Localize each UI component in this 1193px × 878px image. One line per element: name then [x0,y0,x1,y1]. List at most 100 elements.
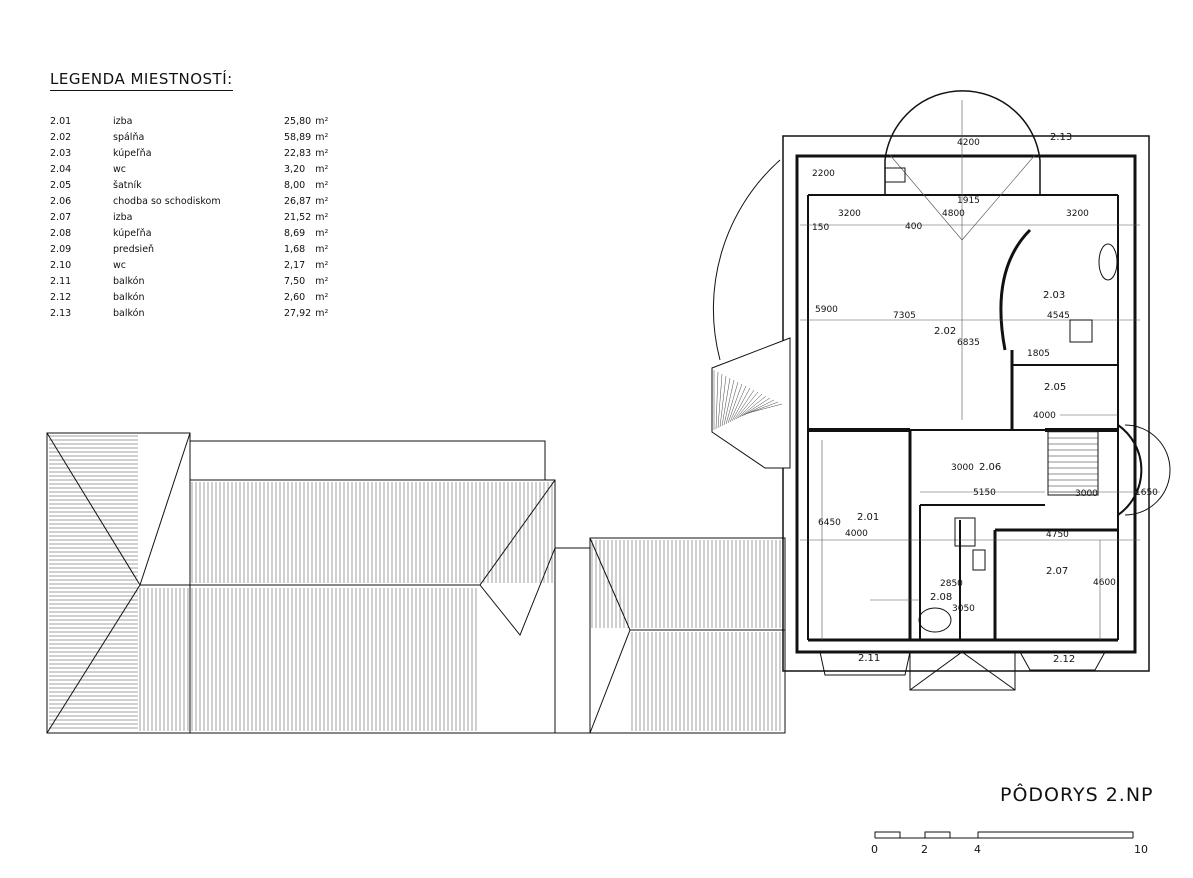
balconies [819,651,1106,691]
dimension-label: 1915 [957,196,980,206]
legend-name: kúpeľňa [113,228,152,239]
dimension-label: 5900 [815,305,838,315]
legend-unit: m² [315,148,329,159]
legend-unit: m² [315,180,329,191]
legend-num: 2.10 [50,260,72,271]
legend-area: 1,68 [284,244,306,255]
room-label: 2.08 [930,592,952,603]
legend-name: balkón [113,276,145,287]
legend-name: spálňa [113,132,145,143]
dimension-label: 1805 [1027,349,1050,359]
legend-name: izba [113,116,133,127]
legend-name: kúpeľňa [113,148,152,159]
legend-unit: m² [315,116,329,127]
legend-num: 2.02 [50,132,72,143]
legend-num: 2.03 [50,148,72,159]
legend-area: 21,52 [284,212,312,223]
dimension-label: 4600 [1093,578,1116,588]
legend-row: 2.08 kúpeľňa 8,69 m² [50,226,328,242]
scale-label: 10 [1134,843,1148,856]
legend-area: 2,17 [284,260,306,271]
legend-unit: m² [315,196,329,207]
scale-label: 0 [871,843,878,856]
legend-row: 2.11 balkón 7,50 m² [50,274,328,290]
sanitary-fixtures [884,167,1118,633]
scale-label: 4 [974,843,981,856]
legend-unit: m² [315,132,329,143]
dimension-label: 3000 [1075,489,1098,499]
legend-title: LEGENDA MIESTNOSTÍ: [50,70,233,91]
legend-name: izba [113,212,133,223]
room-label: 2.06 [979,462,1001,473]
legend-name: predsieň [113,244,155,255]
dimension-label: 2200 [812,169,835,179]
dimension-label: 3200 [838,209,861,219]
legend-unit: m² [315,308,329,319]
legend-num: 2.07 [50,212,72,223]
legend-num: 2.08 [50,228,72,239]
roof-plan [46,432,786,734]
legend-area: 27,92 [284,308,312,319]
room-label: 2.13 [1050,132,1072,143]
dimension-label: 4200 [957,138,980,148]
room-label: 2.11 [858,653,880,664]
gazebo-roof [711,337,791,469]
legend-area: 3,20 [284,164,306,175]
room-label: 2.01 [857,512,879,523]
legend-area: 7,50 [284,276,306,287]
dimension-label: 4750 [1046,530,1069,540]
legend-name: wc [113,164,126,175]
legend-num: 2.06 [50,196,72,207]
legend-name: balkón [113,308,145,319]
legend-name: šatník [113,180,142,191]
legend-unit: m² [315,244,329,255]
legend-unit: m² [315,228,329,239]
legend-area: 2,60 [284,292,306,303]
legend-area: 58,89 [284,132,312,143]
legend-area: 26,87 [284,196,312,207]
dimension-label: 3050 [952,604,975,614]
room-label: 2.12 [1053,654,1075,665]
dimension-label: 6450 [818,518,841,528]
legend-name: wc [113,260,126,271]
dimension-label: 150 [812,223,829,233]
legend-area: 22,83 [284,148,312,159]
legend-area: 25,80 [284,116,312,127]
legend-name: balkón [113,292,145,303]
legend-num: 2.04 [50,164,72,175]
legend-area: 8,00 [284,180,306,191]
legend-unit: m² [315,276,329,287]
plan-title: PÔDORYS 2.NP [1000,784,1154,806]
dimension-label: 6835 [957,338,980,348]
scale-bar [874,831,1134,839]
dimension-label: 4545 [1047,311,1070,321]
scale-label: 2 [921,843,928,856]
dimension-label: 400 [905,222,922,232]
dimension-label: 5150 [973,488,996,498]
legend-area: 8,69 [284,228,306,239]
legend-unit: m² [315,212,329,223]
room-label: 2.05 [1044,382,1066,393]
legend-num: 2.11 [50,276,72,287]
legend-num: 2.01 [50,116,72,127]
room-label: 2.03 [1043,290,1065,301]
legend-num: 2.12 [50,292,72,303]
dimension-label: 4000 [1033,411,1056,421]
dimension-label: 4800 [942,209,965,219]
legend-num: 2.13 [50,308,72,319]
legend-name: chodba so schodiskom [113,196,221,207]
room-label: 2.07 [1046,566,1068,577]
room-label: 2.02 [934,326,956,337]
